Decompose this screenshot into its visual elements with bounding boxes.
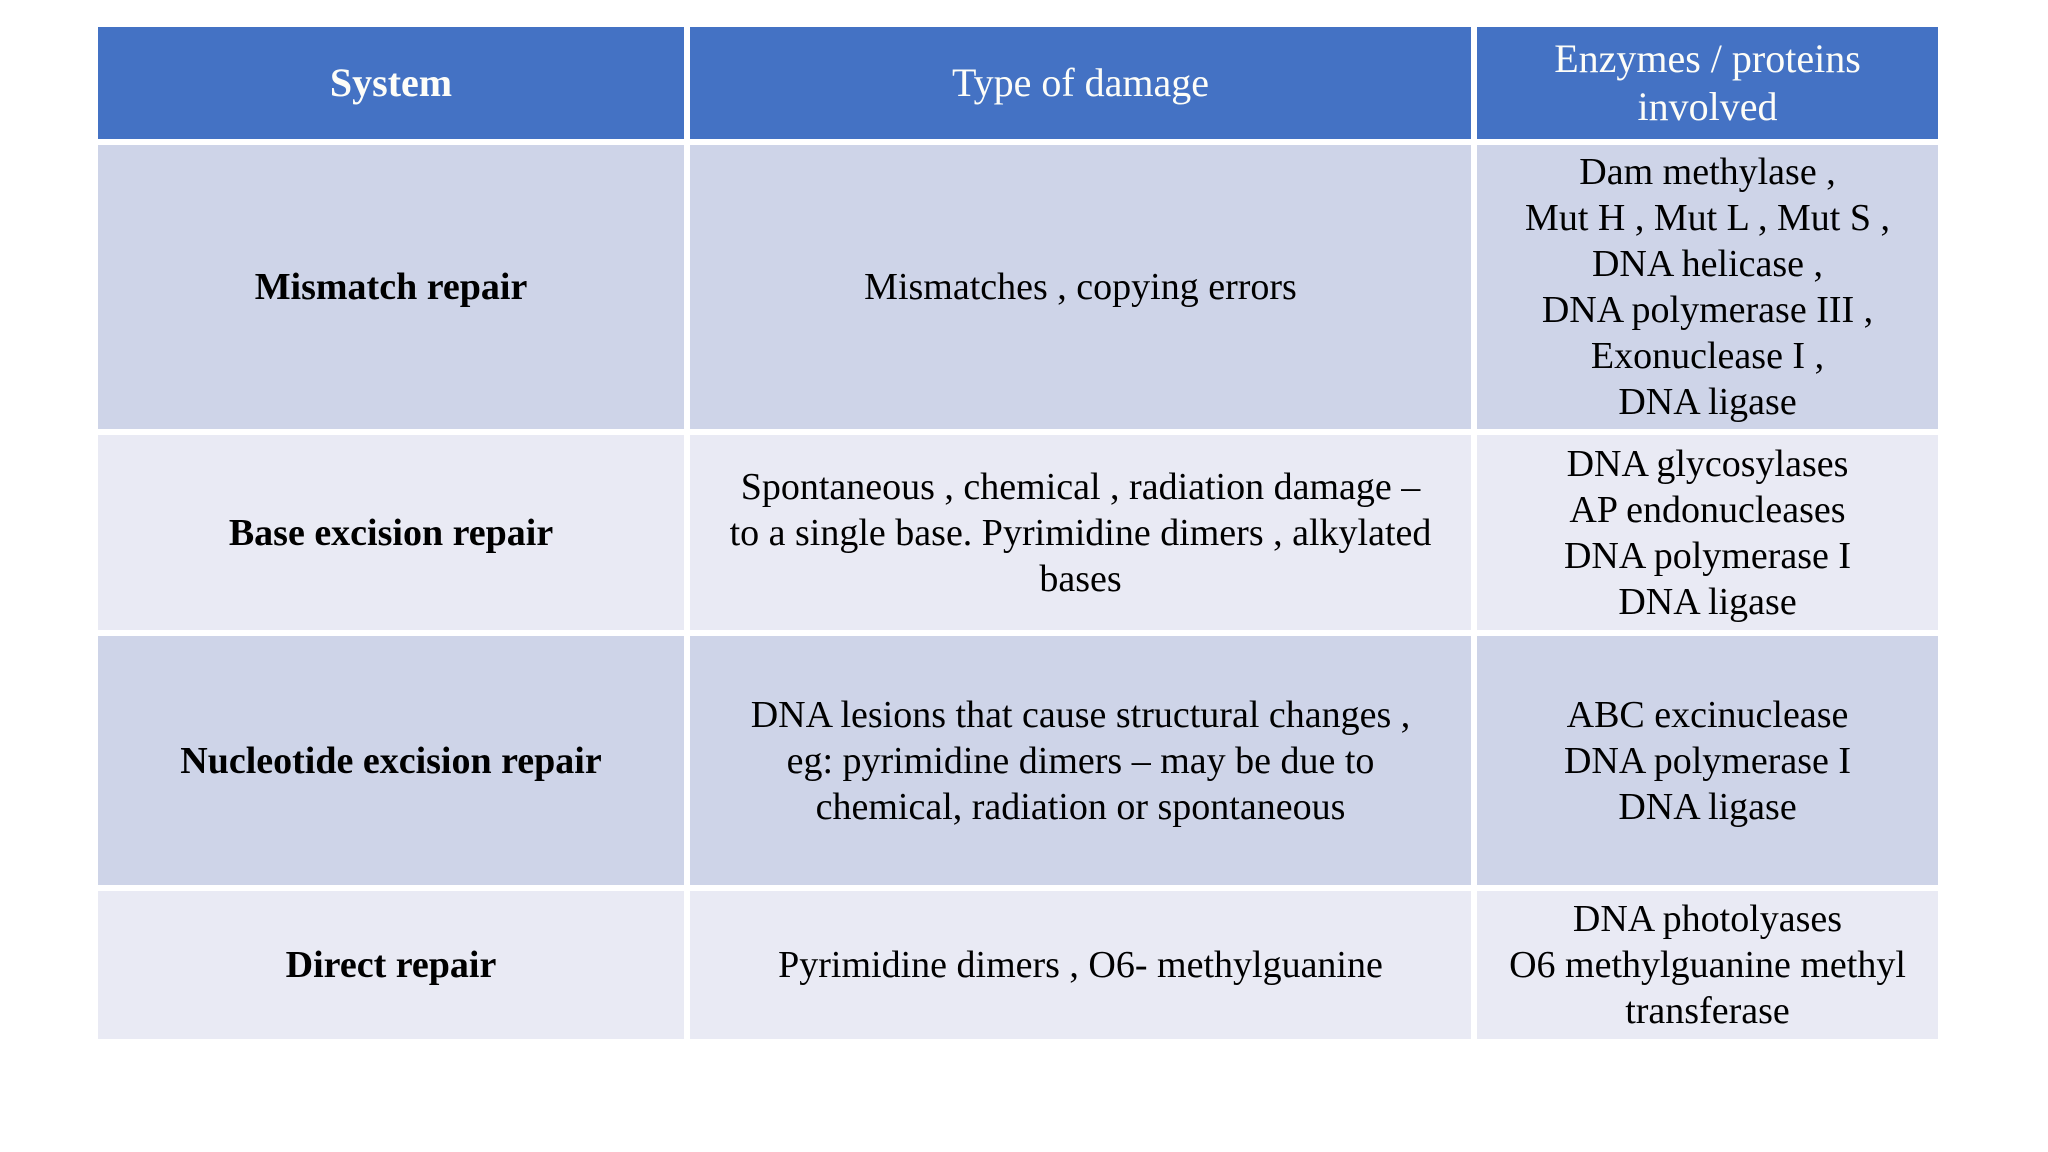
enzymes-cell: Dam methylase ,Mut H , Mut L , Mut S ,DN…: [1477, 145, 1938, 429]
header-cell-damage: Type of damage: [690, 27, 1471, 139]
header-label: Enzymes / proteins: [1554, 36, 1861, 81]
system-cell: Nucleotide excision repair: [98, 636, 684, 885]
enzyme-line: O6 methylguanine methyl: [1509, 944, 1906, 986]
enzyme-line: Exonuclease I ,: [1590, 335, 1825, 377]
system-label: Direct repair: [285, 944, 497, 986]
enzyme-line: DNA polymerase I: [1563, 739, 1852, 782]
damage-line: Mismatches , copying errors: [864, 266, 1297, 308]
system-cell: Mismatch repair: [98, 145, 684, 429]
enzyme-line: ABC excinuclease: [1566, 693, 1849, 736]
enzyme-line: DNA polymerase I: [1563, 534, 1852, 577]
system-label: Base excision repair: [228, 511, 554, 554]
system-label: Mismatch repair: [254, 266, 528, 308]
damage-cell: DNA lesions that cause structural change…: [690, 636, 1471, 885]
system-cell: Base excision repair: [98, 435, 684, 630]
enzyme-line: DNA helicase ,: [1591, 243, 1824, 285]
enzyme-line: AP endonucleases: [1569, 488, 1846, 531]
damage-cell: Mismatches , copying errors: [690, 145, 1471, 429]
enzyme-line: Mut H , Mut L , Mut S ,: [1525, 197, 1890, 239]
damage-cell: Pyrimidine dimers , O6- methylguanine: [690, 891, 1471, 1039]
table-row: Base excision repair Spontaneous , chemic…: [98, 435, 1938, 630]
damage-line: chemical, radiation or spontaneous: [815, 785, 1346, 828]
enzyme-line: DNA ligase: [1618, 580, 1797, 623]
table-row: Nucleotide excision repair DNA lesions th…: [98, 636, 1938, 885]
damage-line: bases: [1039, 557, 1122, 600]
damage-line: eg: pyrimidine dimers – may be due to: [786, 739, 1375, 782]
enzyme-line: Dam methylase ,: [1579, 151, 1836, 193]
enzyme-line: DNA photolyases: [1572, 898, 1843, 940]
damage-cell: Spontaneous , chemical , radiation damag…: [690, 435, 1471, 630]
system-label: Nucleotide excision repair: [180, 739, 602, 782]
table-row: Mismatch repair Mismatches , copying erro…: [98, 145, 1938, 429]
enzyme-line: DNA ligase: [1618, 381, 1797, 423]
damage-line: DNA lesions that cause structural change…: [750, 693, 1411, 736]
header-label: Type of damage: [951, 60, 1210, 105]
damage-line: Pyrimidine dimers , O6- methylguanine: [778, 944, 1383, 986]
header-label: involved: [1637, 84, 1778, 129]
header-cell-system: System: [98, 27, 684, 139]
enzyme-line: DNA glycosylases: [1566, 442, 1849, 485]
enzyme-line: DNA polymerase III ,: [1541, 289, 1874, 331]
damage-line: to a single base. Pyrimidine dimers , al…: [729, 511, 1432, 554]
enzyme-line: DNA ligase: [1618, 785, 1797, 828]
system-cell: Direct repair: [98, 891, 684, 1039]
table-row: Direct repair Pyrimidine dimers , O6- met…: [98, 891, 1938, 1039]
header-label: System: [329, 60, 453, 105]
damage-line: Spontaneous , chemical , radiation damag…: [740, 465, 1421, 508]
enzyme-line: transferase: [1625, 990, 1790, 1032]
